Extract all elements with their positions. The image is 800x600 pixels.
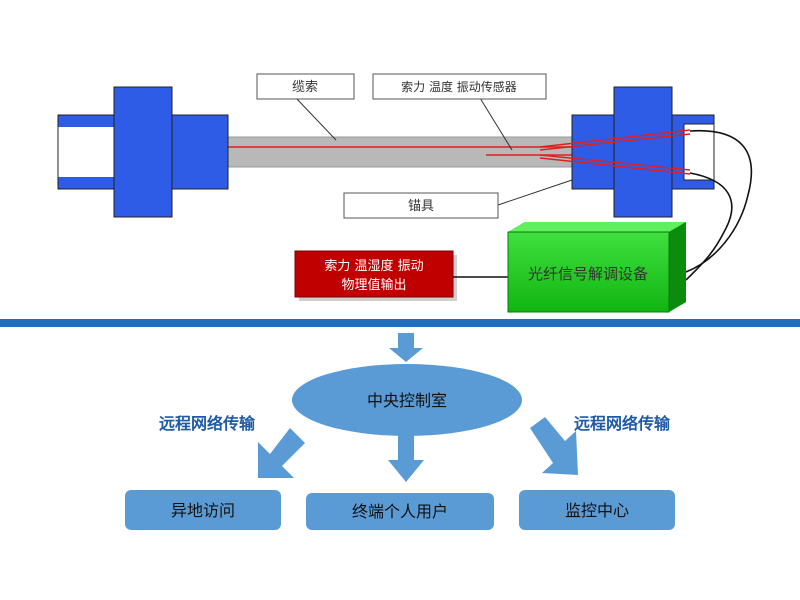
left-anchor [57, 86, 229, 218]
output-line-2: 物理值输出 [341, 277, 406, 293]
monitoring-center-label: 监控中心 [565, 501, 629, 520]
remote-access-box [125, 490, 281, 530]
down-arrow-icon [389, 333, 423, 362]
signal-wires [685, 129, 753, 281]
terminal-user-box [306, 493, 494, 530]
control-room-label: 中央控制室 [367, 391, 447, 410]
cable-label: 缆索 [292, 79, 318, 95]
demodulator-label: 光纤信号解调设备 [528, 265, 648, 283]
anchor-label: 锚具 [408, 199, 434, 214]
anchor-callout-line [497, 179, 573, 206]
arrow-middle-icon [388, 434, 424, 482]
cable-label-box [256, 73, 355, 100]
sensor-label-box [372, 73, 547, 100]
arrow-left-icon [258, 428, 305, 478]
control-room-node [292, 364, 522, 436]
cable-body [227, 136, 573, 168]
output-line-1: 索力 温湿度 振动 [324, 258, 423, 274]
cable-callout-line [295, 97, 337, 141]
arrow-right-icon [530, 417, 578, 475]
demodulator-box [507, 222, 686, 313]
sensor-callout-line [479, 97, 513, 151]
remote-network-left-label: 远程网络传输 [159, 414, 256, 433]
section-divider [0, 319, 800, 327]
remote-access-label: 异地访问 [171, 501, 235, 520]
anchor-label-box [343, 192, 499, 219]
remote-network-right-label: 远程网络传输 [574, 414, 671, 433]
physical-output-box [294, 250, 454, 298]
monitoring-center-box [519, 490, 675, 530]
right-anchor [571, 86, 715, 218]
terminal-user-label: 终端个人用户 [352, 502, 448, 521]
fiber-fan [539, 129, 691, 175]
sensor-label: 索力 温度 振动传感器 [401, 79, 517, 94]
